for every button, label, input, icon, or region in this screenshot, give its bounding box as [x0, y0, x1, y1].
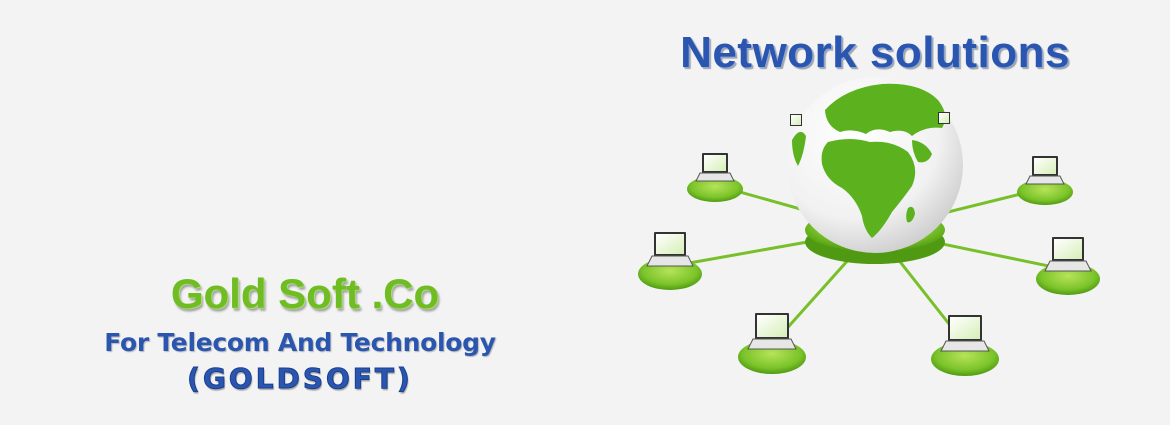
laptop-node-2 [1017, 156, 1073, 205]
company-name: Gold Soft .Co [170, 270, 440, 317]
network-illustration [638, 77, 1100, 376]
laptop-node-5 [738, 313, 806, 374]
laptop-node-7 [790, 114, 802, 126]
company-tagline: For Telecom And Technology [104, 328, 496, 357]
laptop-node-3 [638, 232, 702, 290]
brand-wordmark: (GOLDSOFT) [187, 362, 413, 396]
laptop-node-1 [687, 153, 743, 202]
headline: Network solutions [680, 28, 1070, 77]
laptop-node-4 [1036, 237, 1100, 295]
laptop-node-6 [931, 315, 999, 376]
globe-icon [787, 77, 963, 253]
laptop-node-8 [938, 112, 950, 124]
